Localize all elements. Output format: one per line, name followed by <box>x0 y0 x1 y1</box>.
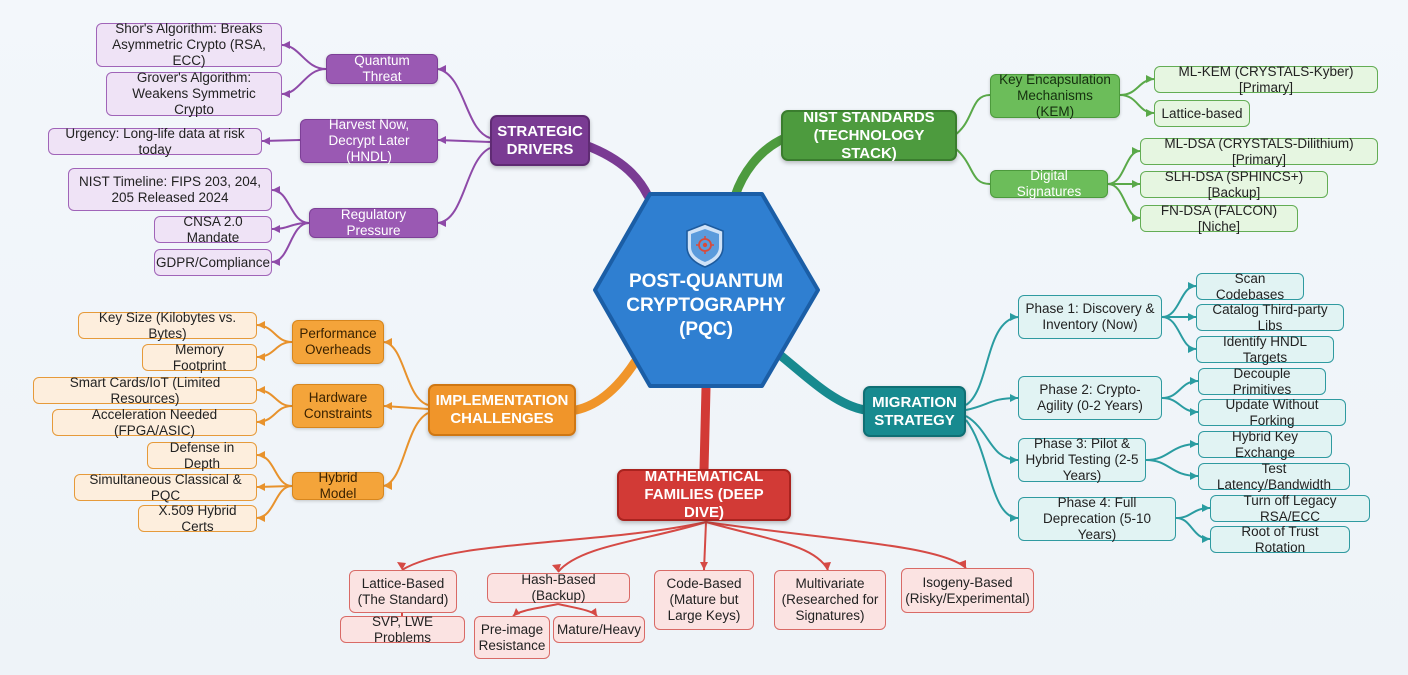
hash-based-family-node[interactable]: Hash-Based (Backup) <box>487 572 630 603</box>
shield-icon <box>686 223 724 268</box>
identify-hndl-node[interactable]: Identify HNDL Targets <box>1196 334 1334 365</box>
shors-algorithm-node[interactable]: Shor's Algorithm: Breaks Asymmetric Cryp… <box>96 21 282 68</box>
gdpr-compliance-node[interactable]: GDPR/Compliance <box>154 249 272 276</box>
pre-image-node[interactable]: Pre-image Resistance <box>474 616 550 659</box>
key-size-node[interactable]: Key Size (Kilobytes vs. Bytes) <box>78 310 257 341</box>
fn-dsa-node[interactable]: FN-DSA (FALCON) [Niche] <box>1140 203 1298 234</box>
grovers-algorithm-node[interactable]: Grover's Algorithm: Weakens Symmetric Cr… <box>106 70 282 117</box>
mature-heavy-node[interactable]: Mature/Heavy <box>553 616 645 643</box>
center-title: POST-QUANTUM CRYPTOGRAPHY (PQC) <box>626 271 786 340</box>
root-of-trust-node[interactable]: Root of Trust Rotation <box>1210 524 1350 555</box>
regulatory-pressure-node[interactable]: Regulatory Pressure <box>309 207 438 238</box>
branch-link-strategic <box>580 140 653 201</box>
ml-dsa-node[interactable]: ML-DSA (CRYSTALS-Dilithium) [Primary] <box>1140 136 1378 167</box>
phase-4-node[interactable]: Phase 4: Full Deprecation (5-10 Years) <box>1018 495 1176 542</box>
lattice-based-kem-node[interactable]: Lattice-based <box>1154 100 1250 127</box>
memory-footprint-node[interactable]: Memory Footprint <box>142 342 257 373</box>
code-based-family-node[interactable]: Code-Based (Mature but Large Keys) <box>654 570 754 630</box>
branch-link-migration <box>775 350 870 415</box>
implementation-challenges-node[interactable]: IMPLEMENTATION CHALLENGES <box>428 384 576 436</box>
isogeny-based-family-node[interactable]: Isogeny-Based (Risky/Experimental) <box>901 568 1034 613</box>
quantum-threat-node[interactable]: Quantum Threat <box>326 53 438 84</box>
svp-lwe-node[interactable]: SVP, LWE Problems <box>340 614 465 645</box>
simultaneous-node[interactable]: Simultaneous Classical & PQC <box>74 472 257 503</box>
mathematical-families-node[interactable]: MATHEMATICAL FAMILIES (DEEP DIVE) <box>617 468 791 521</box>
kem-node[interactable]: Key Encapsulation Mechanisms (KEM) <box>990 72 1120 119</box>
catalog-libs-node[interactable]: Catalog Third-party Libs <box>1196 302 1344 333</box>
nist-standards-node[interactable]: NIST STANDARDS (TECHNOLOGY STACK) <box>781 109 957 162</box>
slh-dsa-node[interactable]: SLH-DSA (SPHINCS+) [Backup] <box>1140 169 1328 200</box>
branch-link-math <box>699 383 711 475</box>
nist-timeline-node[interactable]: NIST Timeline: FIPS 203, 204, 205 Releas… <box>68 168 272 211</box>
x509-certs-node[interactable]: X.509 Hybrid Certs <box>138 503 257 534</box>
scan-codebases-node[interactable]: Scan Codebases <box>1196 271 1304 302</box>
turn-off-legacy-node[interactable]: Turn off Legacy RSA/ECC <box>1210 493 1370 524</box>
defense-in-depth-node[interactable]: Defense in Depth <box>147 440 257 471</box>
ml-kem-node[interactable]: ML-KEM (CRYSTALS-Kyber) [Primary] <box>1154 64 1378 95</box>
center-hexagon <box>593 192 820 388</box>
strategic-drivers-node[interactable]: STRATEGIC DRIVERS <box>490 115 590 166</box>
lattice-based-family-node[interactable]: Lattice-Based (The Standard) <box>349 570 457 613</box>
branch-link-implementation <box>571 357 640 415</box>
hybrid-model-node[interactable]: Hybrid Model <box>292 470 384 501</box>
multivariate-family-node[interactable]: Multivariate (Researched for Signatures) <box>774 570 886 630</box>
hardware-constraints-node[interactable]: Hardware Constraints <box>292 384 384 428</box>
branch-link-nist <box>730 133 790 201</box>
smart-cards-node[interactable]: Smart Cards/IoT (Limited Resources) <box>33 375 257 406</box>
hybrid-key-exchange-node[interactable]: Hybrid Key Exchange <box>1198 429 1332 460</box>
phase-3-node[interactable]: Phase 3: Pilot & Hybrid Testing (2-5 Yea… <box>1018 436 1146 483</box>
performance-overheads-node[interactable]: Performance Overheads <box>292 320 384 364</box>
hndl-node[interactable]: Harvest Now, Decrypt Later (HNDL) <box>300 117 438 164</box>
digital-signatures-node[interactable]: Digital Signatures <box>990 168 1108 199</box>
acceleration-node[interactable]: Acceleration Needed (FPGA/ASIC) <box>52 407 257 438</box>
update-without-forking-node[interactable]: Update Without Forking <box>1198 397 1346 428</box>
decouple-primitives-node[interactable]: Decouple Primitives <box>1198 366 1326 397</box>
test-latency-node[interactable]: Test Latency/Bandwidth <box>1198 461 1350 492</box>
phase-1-node[interactable]: Phase 1: Discovery & Inventory (Now) <box>1018 295 1162 339</box>
urgency-node[interactable]: Urgency: Long-life data at risk today <box>48 126 262 157</box>
migration-strategy-node[interactable]: MIGRATION STRATEGY <box>863 386 966 437</box>
cnsa-mandate-node[interactable]: CNSA 2.0 Mandate <box>154 214 272 245</box>
phase-2-node[interactable]: Phase 2: Crypto-Agility (0-2 Years) <box>1018 376 1162 420</box>
center-node: POST-QUANTUM CRYPTOGRAPHY (PQC) <box>595 192 817 388</box>
